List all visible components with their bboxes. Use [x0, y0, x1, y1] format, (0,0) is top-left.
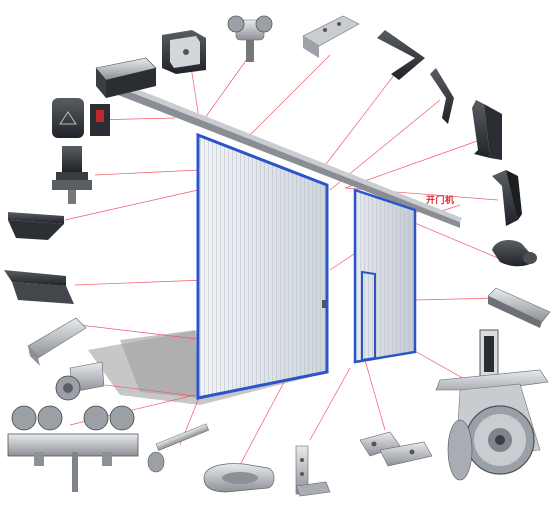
door-motor-icon — [52, 146, 92, 204]
rubber-bumper-icon — [492, 240, 537, 267]
sliding-door-leaf — [196, 132, 329, 400]
large-roller-hanger-icon — [435, 329, 549, 481]
corner-guide-profile-icon — [472, 100, 502, 160]
z-profile-track-icon — [4, 270, 74, 304]
bottom-track-icon — [487, 287, 551, 328]
perforated-angle-bracket-icon — [302, 15, 360, 58]
single-wheel-bracket-icon — [55, 361, 105, 401]
angle-profile-icon — [492, 170, 522, 226]
top-track-rail — [100, 76, 462, 228]
angle-profile-icon — [8, 212, 64, 240]
rail-end-channel-icon — [95, 57, 157, 98]
l-bracket-icon — [295, 445, 331, 497]
top-hanger-bracket-icon — [162, 30, 206, 74]
four-wheel-trolley-icon — [7, 405, 139, 492]
vertical-seal-profile-icon — [430, 68, 454, 124]
c-channel-profile-icon — [27, 317, 87, 366]
wheel-trolley-icon — [227, 15, 273, 62]
fixed-side-panel — [353, 188, 417, 364]
door-opener-callout: 开门机 — [426, 196, 455, 206]
latch-plate-icon — [359, 431, 433, 467]
motor-cover-icon — [52, 98, 110, 138]
stop-pin-icon — [147, 423, 210, 473]
angled-flashing-icon — [377, 30, 425, 80]
door-handle-plate-icon — [203, 463, 275, 493]
